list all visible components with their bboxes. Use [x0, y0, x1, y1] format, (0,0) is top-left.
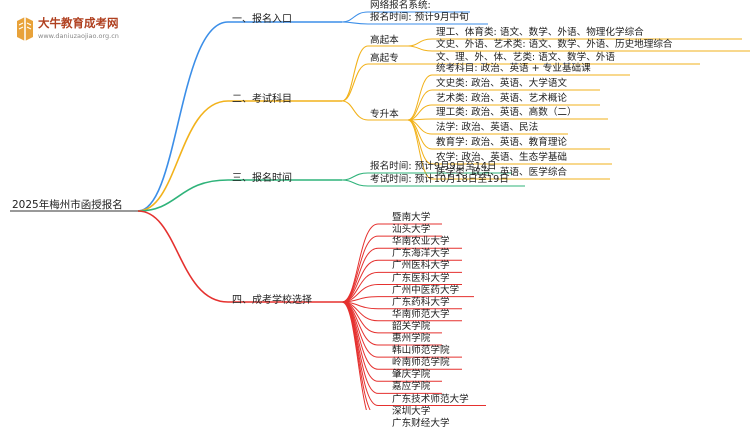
subtopic-gqb[interactable]: 高起本 [370, 35, 399, 46]
connector [341, 301, 367, 410]
connector [341, 21, 369, 25]
leaf-zsb-0[interactable]: 统考科目: 政治、英语 + 专业基础课 [436, 63, 591, 74]
connector [341, 259, 379, 303]
connector [137, 100, 229, 212]
leaf-zsb-5[interactable]: 教育学: 政治、英语、教育理论 [436, 137, 568, 148]
leaf-school-16[interactable]: 深圳大学 [392, 405, 431, 417]
connector [341, 11, 369, 23]
leaf-zsb-1[interactable]: 文史类: 政治、英语、大学语文 [436, 78, 568, 89]
leaf-school-9[interactable]: 韶关学院 [392, 320, 431, 332]
logo-url: www.daniuzaojiao.org.cn [38, 32, 119, 40]
leaf-zsb-4[interactable]: 法学: 政治、英语、民法 [436, 122, 539, 133]
mind-map: 大牛教育成考网 www.daniuzaojiao.org.cn 2025年梅州市… [10, 0, 750, 429]
leaf-school-7[interactable]: 广东药科大学 [392, 296, 450, 308]
leaf-school-8[interactable]: 华南师范大学 [392, 308, 450, 320]
leaf-zsb-2[interactable]: 艺术类: 政治、英语、艺术概论 [436, 93, 568, 104]
connector [407, 119, 433, 165]
leaf-school-10[interactable]: 惠州学院 [392, 333, 431, 344]
leaf-gqz-0[interactable]: 文、理、外、体、艺类: 语文、数学、外语 [436, 52, 615, 63]
leaf-registration-1[interactable]: 报名时间: 预计9月中旬 [370, 12, 469, 23]
branch-exam-subjects[interactable]: 二、考试科目 [232, 94, 292, 105]
leaf-gqb-0[interactable]: 理工、体育类: 语文、数学、外语、物理化学综合 [436, 27, 644, 38]
leaf-zsb-7[interactable]: 医学类: 政治、英语、医学综合 [436, 167, 568, 178]
leaf-school-14[interactable]: 嘉应学院 [392, 381, 431, 393]
connector [137, 210, 229, 303]
connector [137, 179, 229, 212]
connector [407, 38, 433, 47]
leaf-school-1[interactable]: 汕头大学 [392, 224, 431, 236]
leaf-school-2[interactable]: 华南农业大学 [392, 236, 450, 248]
mind-map-connectors [10, 11, 750, 410]
book-icon [17, 17, 33, 41]
leaf-school-13[interactable]: 肇庆学院 [392, 369, 431, 381]
connector [341, 271, 379, 303]
root-topic[interactable]: 2025年梅州市函授报名 [12, 199, 123, 211]
leaf-school-15[interactable]: 广东技术师范大学 [392, 393, 469, 405]
subtopic-zsb[interactable]: 专升本 [370, 109, 399, 120]
branch-registration-portal[interactable]: 一、报名入口 [232, 14, 292, 25]
branch-school-choice[interactable]: 四、成考学校选择 [232, 295, 312, 306]
connector [341, 179, 369, 187]
connector [341, 172, 369, 181]
connector [407, 119, 433, 180]
connector [341, 100, 369, 121]
leaf-gqb-1[interactable]: 文史、外语、艺术类: 语文、数学、外语、历史地理综合 [436, 39, 673, 50]
leaf-zsb-6[interactable]: 农学: 政治、英语、生态学基础 [436, 152, 568, 163]
leaf-school-3[interactable]: 广东海洋大学 [392, 248, 450, 260]
leaf-school-17[interactable]: 广东财经大学 [392, 417, 450, 429]
connector [341, 45, 369, 102]
branch-registration-time[interactable]: 三、报名时间 [232, 173, 292, 184]
connector [407, 74, 433, 121]
leaf-school-11[interactable]: 韩山师范学院 [392, 345, 450, 357]
connector [407, 45, 433, 52]
connector [341, 63, 369, 102]
leaf-time-1[interactable]: 考试时间: 预计10月18日至19日 [370, 174, 509, 185]
leaf-school-0[interactable]: 暨南大学 [392, 212, 431, 223]
leaf-school-5[interactable]: 广东医科大学 [392, 272, 450, 284]
leaf-registration-0[interactable]: 网络报名系统: [370, 0, 431, 11]
connector [137, 21, 229, 212]
leaf-time-0[interactable]: 报名时间: 预计9月9日至14日 [370, 161, 497, 172]
leaf-school-4[interactable]: 广州医科大学 [392, 260, 450, 272]
site-logo: 大牛教育成考网 www.daniuzaojiao.org.cn [14, 14, 144, 46]
leaf-zsb-3[interactable]: 理工类: 政治、英语、高数（二） [436, 107, 577, 118]
connector [407, 89, 433, 121]
leaf-school-12[interactable]: 岭南师范学院 [392, 357, 450, 369]
subtopic-gqz[interactable]: 高起专 [370, 53, 399, 64]
leaf-school-6[interactable]: 广州中医药大学 [392, 284, 460, 296]
logo-title: 大牛教育成考网 [38, 16, 119, 30]
